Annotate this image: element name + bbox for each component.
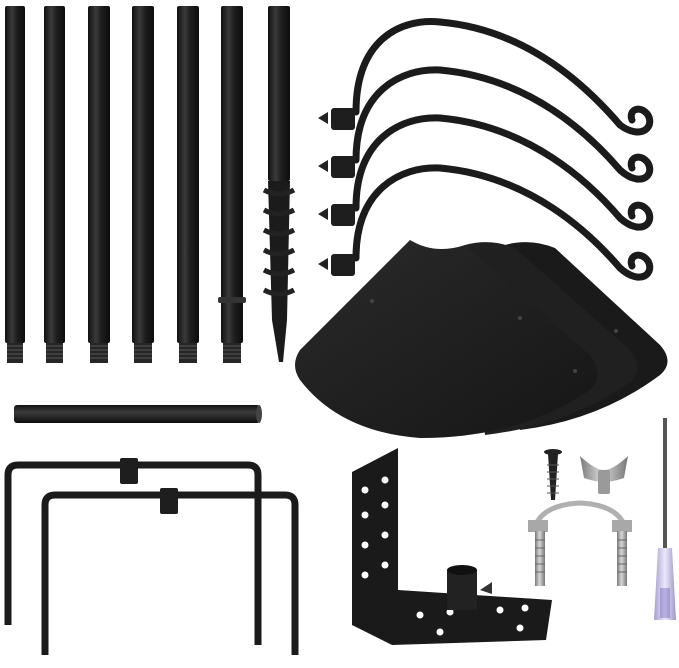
squirrel-baffles <box>295 240 668 438</box>
pole-section <box>44 6 65 363</box>
ground-frame <box>41 488 299 655</box>
pole-section <box>88 6 110 363</box>
hanging-hook <box>318 164 654 281</box>
pole-section <box>5 6 25 363</box>
hanging-hook <box>318 18 654 136</box>
pipe-clamp <box>528 500 632 586</box>
baffle <box>295 240 598 438</box>
wing-nut <box>580 456 628 494</box>
hanging-hook <box>318 66 654 183</box>
screw <box>544 449 562 500</box>
ground-stake <box>262 6 296 362</box>
pole-section <box>132 6 154 363</box>
ground-frames <box>4 458 299 655</box>
hanging-hooks <box>318 18 654 281</box>
pole-sections <box>5 6 246 363</box>
pole-section <box>218 6 246 363</box>
corner-bracket <box>352 448 552 645</box>
hanging-hook <box>318 114 654 231</box>
ground-frame <box>4 458 262 645</box>
pole-section <box>177 6 199 363</box>
crossbar <box>14 405 262 423</box>
screwdriver <box>654 418 676 620</box>
